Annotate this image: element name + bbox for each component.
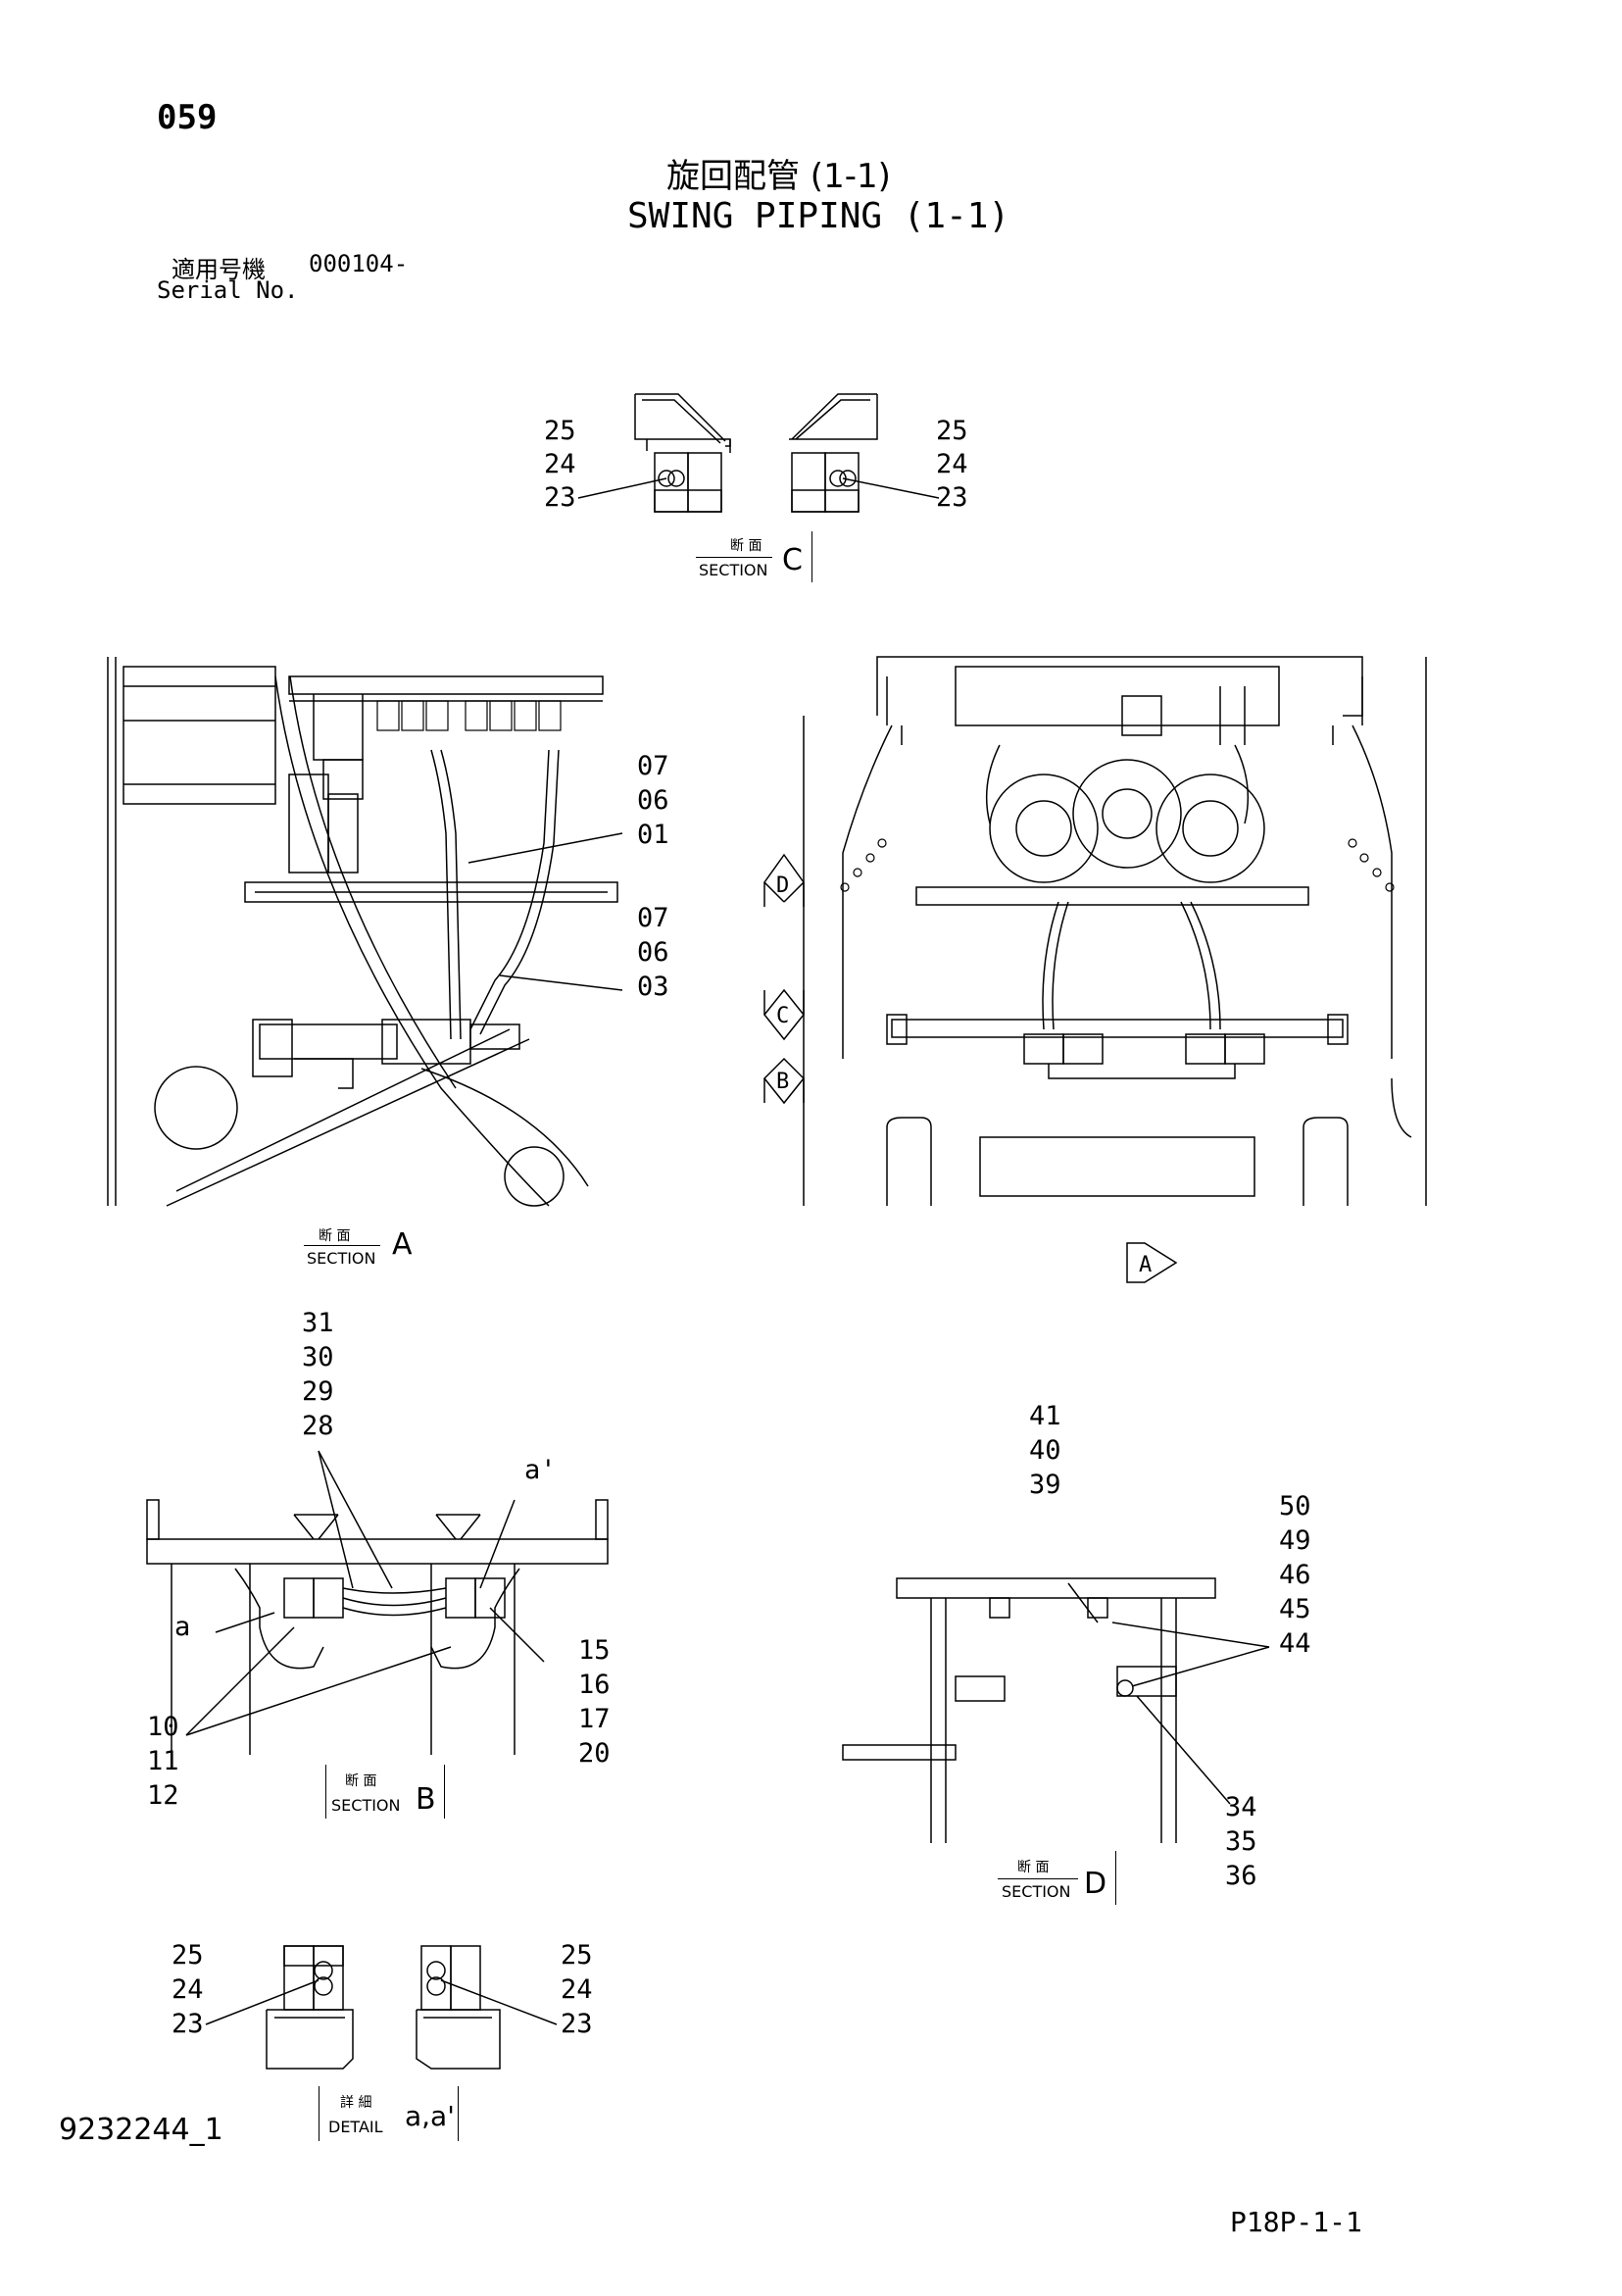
callout-sec-c-right: 25 24 23 <box>936 416 968 513</box>
detail-label-a: 詳 細 DETAIL a,a' <box>319 2086 466 2145</box>
section-letter: B <box>416 1782 436 1817</box>
title-japanese: 旋回配管 (1-1) <box>666 157 891 196</box>
page-number: 059 <box>157 98 218 137</box>
callout-number: 36 <box>1225 1861 1257 1891</box>
callout-sec-b-right: 15 16 17 20 <box>578 1635 611 1769</box>
callout-number: 20 <box>578 1738 611 1769</box>
callout-detail-right: 25 24 23 <box>561 1940 593 2039</box>
callout-number: 31 <box>302 1308 334 1338</box>
callout-sec-b-left: 10 11 12 <box>147 1712 179 1811</box>
section-letter: A <box>392 1227 413 1262</box>
section-letter: D <box>1084 1867 1107 1901</box>
view-marker-d: D <box>776 873 789 898</box>
detail-label-jp: 詳 細 <box>340 2095 372 2111</box>
view-direction-markers <box>762 853 1178 1283</box>
callout-number: 03 <box>637 972 669 1002</box>
callout-number: 06 <box>637 785 669 816</box>
callout-number: 24 <box>172 1974 204 2005</box>
detail-label-en: DETAIL <box>328 2118 383 2136</box>
callout-number: 24 <box>936 449 968 479</box>
callout-sec-c-left: 25 24 23 <box>544 416 576 513</box>
callout-number: 11 <box>147 1746 179 1776</box>
callout-number: 46 <box>1279 1560 1311 1590</box>
top-view-drawing <box>803 656 1427 1206</box>
section-label-jp: 断 面 <box>345 1773 377 1789</box>
callout-letter-a: a <box>174 1612 190 1642</box>
callout-number: 35 <box>1225 1826 1257 1857</box>
title-english: SWING PIPING (1-1) <box>627 196 1010 236</box>
callout-number: 44 <box>1279 1628 1311 1659</box>
callout-number: 23 <box>172 2009 204 2039</box>
section-label-en: SECTION <box>1002 1882 1071 1901</box>
callout-number: 41 <box>1029 1401 1061 1431</box>
callout-number: 39 <box>1029 1470 1061 1500</box>
section-label-b: 断 面 SECTION B <box>325 1765 448 1823</box>
section-label-en: SECTION <box>331 1796 401 1815</box>
section-label-d: 断 面 SECTION D <box>998 1851 1120 1910</box>
callout-number: 07 <box>637 751 669 781</box>
section-letter: C <box>782 543 803 577</box>
callout-number: 01 <box>637 820 669 850</box>
callout-number: 25 <box>561 1940 593 1971</box>
callout-number: 23 <box>936 482 968 513</box>
callout-number: 34 <box>1225 1792 1257 1822</box>
callout-letter-a-prime: a' <box>524 1455 557 1485</box>
detail-letter: a,a' <box>405 2100 455 2132</box>
callout-number: 30 <box>302 1342 334 1373</box>
section-label-jp: 断 面 <box>319 1228 351 1244</box>
serial-value: 000104- <box>309 250 409 277</box>
callout-number: 10 <box>147 1712 179 1742</box>
section-a-drawing <box>107 657 623 1207</box>
section-label-c: 断 面 SECTION C <box>696 531 813 590</box>
callout-number: 28 <box>302 1411 334 1441</box>
callout-number: 07 <box>637 903 669 933</box>
callout-number: 40 <box>1029 1435 1061 1466</box>
callout-number: 29 <box>302 1376 334 1407</box>
section-label-en: SECTION <box>307 1249 376 1268</box>
section-label-jp: 断 面 <box>1017 1860 1050 1875</box>
callout-number: 16 <box>578 1670 611 1700</box>
section-label-en: SECTION <box>699 561 768 579</box>
callout-detail-left: 25 24 23 <box>172 1940 204 2039</box>
callout-sec-d-bottom: 34 35 36 <box>1225 1792 1257 1891</box>
callout-sec-a-upper: 07 06 01 <box>637 751 669 850</box>
section-c-drawing <box>577 393 940 513</box>
callout-number: 24 <box>561 1974 593 2005</box>
section-b-drawing <box>146 1450 609 1755</box>
section-label-jp: 断 面 <box>730 538 762 554</box>
serial-label-english: Serial No. <box>157 276 299 304</box>
callout-number: 49 <box>1279 1525 1311 1556</box>
callout-number: 06 <box>637 937 669 968</box>
callout-number: 17 <box>578 1704 611 1734</box>
callout-number: 25 <box>172 1940 204 1971</box>
callout-number: 45 <box>1279 1594 1311 1624</box>
callout-number: 23 <box>561 2009 593 2039</box>
callout-sec-d-right: 50 49 46 45 44 <box>1279 1491 1311 1659</box>
view-marker-a: A <box>1139 1253 1152 1277</box>
callout-number: 15 <box>578 1635 611 1666</box>
page-code: P18P-1-1 <box>1230 2206 1362 2238</box>
callout-sec-d-top: 41 40 39 <box>1029 1401 1061 1500</box>
section-label-a: 断 面 SECTION A <box>304 1223 421 1273</box>
callout-number: 50 <box>1279 1491 1311 1522</box>
callout-number: 25 <box>544 416 576 446</box>
callout-sec-a-lower: 07 06 03 <box>637 903 669 1002</box>
view-marker-c: C <box>776 1004 789 1028</box>
drawing-number: 9232244_1 <box>59 2113 223 2147</box>
callout-number: 24 <box>544 449 576 479</box>
callout-number: 12 <box>147 1780 179 1811</box>
section-d-drawing <box>842 1577 1270 1843</box>
detail-drawing <box>205 1945 558 2070</box>
serial-label-japanese: 適用号機 <box>172 256 266 283</box>
callout-sec-b-top: 31 30 29 28 <box>302 1308 334 1441</box>
callout-number: 25 <box>936 416 968 446</box>
callout-number: 23 <box>544 482 576 513</box>
view-marker-b: B <box>776 1070 789 1094</box>
